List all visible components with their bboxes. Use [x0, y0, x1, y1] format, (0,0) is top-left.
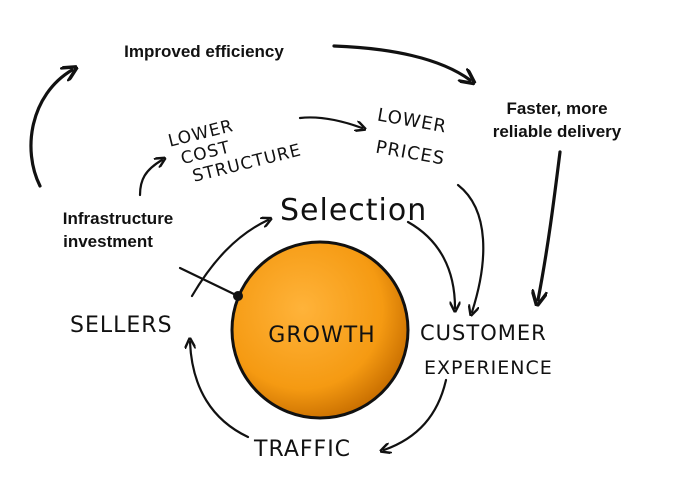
selection-to-experience-arrow — [406, 220, 455, 308]
infrastructure-label-line2: investment — [63, 232, 153, 251]
sellers-to-selection-arrow — [190, 220, 268, 298]
infrastructure-label-line1: Infrastructure — [63, 209, 174, 228]
delivery-to-experience-arrow — [538, 150, 562, 300]
traffic-to-sellers-arrow — [190, 342, 250, 439]
infra-to-lower-cost-arrow — [138, 160, 162, 197]
experience-to-traffic-arrow — [384, 378, 448, 450]
infra-to-efficiency-arrow — [29, 70, 72, 188]
traffic-label: TRAFFIC — [253, 437, 351, 462]
sellers-label: SELLERS — [70, 313, 173, 338]
lower-cost-to-lower-prices-arrow — [298, 116, 362, 128]
faster-delivery-label-line1: Faster, more — [506, 99, 607, 118]
growth-circle — [230, 240, 410, 420]
selection-label: Selection — [280, 193, 427, 228]
growth-pointer-dot — [233, 291, 243, 301]
growth-label: GROWTH — [268, 323, 375, 348]
lower-prices-label-line1: LOWER — [376, 105, 449, 138]
customer-experience-label-line1: CUSTOMER — [420, 321, 547, 345]
faster-delivery-label-line2: reliable delivery — [493, 122, 622, 141]
lower-prices-label-line2: PRICES — [374, 137, 447, 170]
improved-efficiency-label: Improved efficiency — [124, 42, 284, 61]
efficiency-to-delivery-arrow — [332, 44, 470, 80]
customer-experience-label-line2: EXPERIENCE — [424, 357, 553, 379]
infra-pointer-line — [178, 266, 240, 298]
lower-prices-to-experience-arrow — [456, 183, 485, 312]
